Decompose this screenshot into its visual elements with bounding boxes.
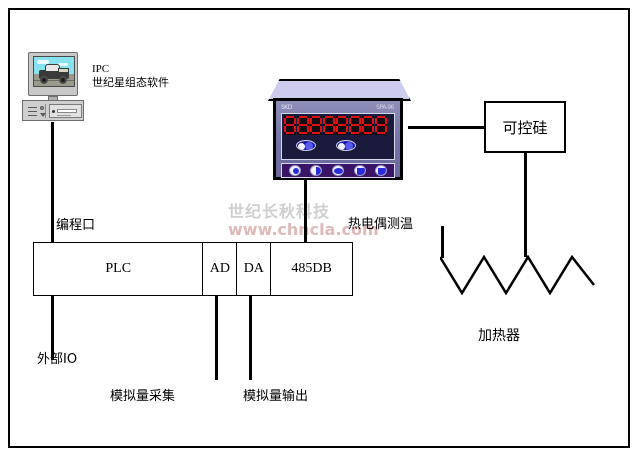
controller-display	[281, 113, 395, 160]
drive-led-icon	[52, 110, 55, 113]
button-enter[interactable]	[331, 165, 344, 176]
case-vent-slot	[28, 115, 37, 116]
wallpaper-ground-line	[34, 80, 74, 81]
wallpaper-cloud-1	[37, 60, 49, 64]
ipc-label-line-1: IPC	[92, 63, 110, 75]
seven-segment-digit	[336, 116, 348, 135]
heater-label: 加热器	[478, 328, 520, 344]
diagram-border-frame	[8, 8, 630, 448]
drive-slot-line	[57, 115, 71, 116]
seven-segment-digit	[362, 116, 374, 135]
ipc-computer-icon	[22, 52, 84, 122]
heater-zigzag-symbol	[440, 255, 595, 295]
monitor-screen	[33, 56, 75, 87]
label-programming-port: 编程口	[56, 218, 96, 233]
case-left-panel	[26, 104, 46, 118]
plc-485db-module[interactable]: 485DB	[291, 261, 332, 276]
wire-plc-external-io	[51, 296, 54, 360]
seven-segment-digit	[349, 116, 361, 135]
wire-controller-to-485db	[304, 178, 307, 244]
button-down[interactable]	[375, 165, 388, 176]
wire-controller-to-thyristor	[408, 126, 486, 129]
wire-da-analog-output	[249, 296, 252, 380]
car-icon-body	[39, 70, 69, 79]
drive-slot-icon	[57, 109, 77, 113]
case-vent-slot	[28, 111, 37, 112]
wire-thyristor-to-heater	[524, 153, 527, 257]
wire-thermocouple	[441, 226, 444, 258]
seven-segment-digit	[375, 116, 387, 135]
label-external-io: 外部IO	[37, 352, 78, 367]
seven-segment-digit	[284, 116, 296, 135]
seven-segment-digit	[323, 116, 335, 135]
wire-ad-analog-input	[215, 296, 218, 380]
thyristor-label: 可控硅	[502, 118, 548, 137]
indicator-lamp-row	[296, 140, 356, 151]
computer-case-icon	[22, 100, 84, 121]
thyristor-box[interactable]: 可控硅	[484, 101, 566, 153]
seven-segment-digit	[310, 116, 322, 135]
plc-module-block[interactable]: PLC AD DA 485DB	[33, 242, 353, 296]
monitor-icon	[28, 52, 78, 96]
ipc-label-line-2: 世纪星组态软件	[92, 76, 169, 89]
power-button-icon	[40, 106, 44, 110]
label-analog-input: 模拟量采集	[110, 389, 176, 404]
button-set[interactable]	[288, 165, 301, 176]
controller-front-panel: SKD SPA-96	[273, 98, 403, 180]
ipc-label: IPC 世纪星组态软件	[92, 62, 169, 90]
seven-segment-digit	[297, 116, 309, 135]
reset-indicator-icon	[40, 113, 46, 117]
plc-da-module[interactable]: DA	[237, 243, 272, 295]
button-up[interactable]	[353, 165, 366, 176]
car-icon-hood	[58, 68, 69, 73]
controller-model-text: SPA-96	[376, 104, 394, 111]
indicator-lamp-1	[296, 140, 316, 151]
case-vent-slot	[28, 107, 37, 108]
controller-button-bar	[281, 163, 395, 178]
plc-ad-module[interactable]: AD	[203, 243, 238, 295]
label-analog-output: 模拟量输出	[243, 389, 309, 404]
wire-ipc-to-plc	[51, 122, 54, 244]
car-icon-wheel-rear	[40, 76, 48, 84]
label-thermocouple: 热电偶测温	[348, 217, 414, 232]
button-shift[interactable]	[310, 165, 323, 176]
seven-segment-digit-row	[284, 116, 387, 135]
controller-brand-logo: SKD	[281, 104, 292, 111]
case-drive-bay	[49, 104, 82, 118]
plc-main-module[interactable]: PLC	[34, 243, 204, 295]
indicator-lamp-2	[336, 140, 356, 151]
temperature-controller[interactable]: SKD SPA-96	[265, 79, 411, 180]
wallpaper-cloud-2	[58, 63, 68, 66]
car-icon-wheel-front	[59, 76, 67, 84]
